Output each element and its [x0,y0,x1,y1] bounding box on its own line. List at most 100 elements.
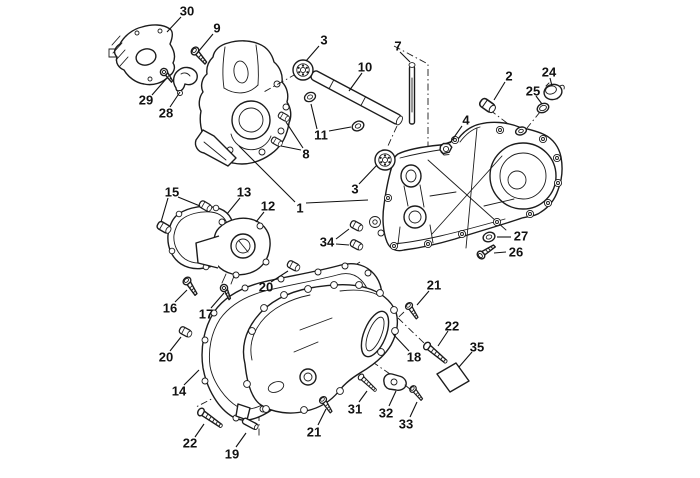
leader-line-28 [169,91,181,108]
leader-line-34 [335,228,350,240]
callout-30: 30 [180,4,194,19]
hardware-layer [155,44,565,432]
leader-line-20 [270,270,289,283]
washer-27-drawing [481,230,497,244]
bolt-9-drawing [188,44,211,66]
left-cover-drawing [194,40,292,167]
leader-line-33 [409,401,418,418]
plate-35-drawing [436,362,470,393]
callout-12: 12 [261,199,275,214]
callout-17: 17 [199,307,213,322]
callout-14: 14 [172,384,187,399]
callout-20: 20 [259,280,273,295]
bolt-21a-drawing [403,300,423,320]
leader-line-4 [449,125,463,144]
callout-13: 13 [237,185,251,200]
leader-line-3 [305,45,320,62]
leader-line-10 [348,72,363,92]
leader-line-34 [335,243,350,246]
callout-28: 28 [159,106,173,121]
bolt-33-drawing [407,383,427,402]
plug-20a-drawing [285,259,302,273]
callout-20: 20 [159,350,173,365]
leader-line-3 [358,164,378,185]
callout-22: 22 [445,319,459,334]
bolt-31-drawing [356,372,380,393]
leader-line-19 [235,432,247,448]
leader-line-30 [166,16,182,33]
oil-pump-drawing [195,217,271,285]
oil-cap-24-drawing [543,82,565,101]
leader-line-29 [151,78,167,96]
leader-line-8 [280,145,302,151]
leader-line-15 [160,197,169,223]
leader-line-9 [197,33,214,53]
bolt-34b-drawing [348,238,365,252]
callout-26: 26 [509,245,523,260]
leader-line-12 [255,211,265,223]
dipstick-drawing [408,62,416,125]
callout-21: 21 [427,278,441,293]
callout-25: 25 [526,84,540,99]
leader-line-18 [392,333,410,352]
callout-4: 4 [462,113,470,128]
bearing-3a-drawing [292,59,314,81]
leader-line-13 [226,197,241,215]
bolt-34a-drawing [348,219,365,233]
leader-line-17 [210,292,225,309]
callout-33: 33 [399,417,413,432]
callout-31: 31 [348,402,362,417]
o-ring-25-drawing [536,102,550,114]
leader-line-11 [328,126,352,132]
leader-line-25 [535,95,543,105]
top-gasket-drawing [108,24,176,86]
callout-21: 21 [307,425,321,440]
leader-line-24 [549,77,553,87]
crankcase-drawing [369,121,563,252]
leader-line-21 [317,408,327,426]
bolt-22a-drawing [421,340,451,365]
callout-2: 2 [505,69,512,84]
hatch-marks [111,35,129,67]
leader-line-21 [416,290,430,306]
callout-24: 24 [542,65,557,80]
leader-line-11 [310,103,318,130]
callout-11: 11 [314,128,328,143]
leader-line-31 [358,390,368,403]
leader-line-22 [437,330,449,347]
leader-line-16 [174,289,188,303]
callout-27: 27 [514,229,528,244]
leader-line-35 [458,351,473,368]
leader-line-7 [399,51,411,63]
leader-line-1 [238,145,296,203]
lever-32-drawing [383,373,412,391]
callout-19: 19 [225,447,239,462]
callout-34: 34 [320,235,335,250]
callout-7: 7 [394,39,401,54]
shaft-drawing [310,70,403,126]
callout-16: 16 [163,301,177,316]
callout-35: 35 [470,340,484,355]
leader-line-14 [183,369,200,386]
leader-line-15 [177,196,201,207]
bolt-22b-drawing [195,406,226,429]
washer-11b-drawing [349,118,367,134]
leader-line-20 [169,336,182,352]
leader-line-22 [194,423,205,438]
drain-bolt-26-drawing [474,240,497,262]
callout-9: 9 [213,21,220,36]
plug-20b-drawing [177,325,194,339]
hook-retainer-drawing [172,66,198,96]
callout-29: 29 [139,93,153,108]
leader-line-8 [285,121,304,149]
leader-line-32 [388,390,397,407]
callout-3: 3 [320,33,327,48]
callout-10: 10 [358,60,372,75]
callout-15: 15 [165,185,179,200]
callout-22: 22 [183,436,197,451]
belt-cover-drawing [235,281,399,421]
bolt-15a-drawing [155,219,173,236]
callout-18: 18 [407,350,421,365]
